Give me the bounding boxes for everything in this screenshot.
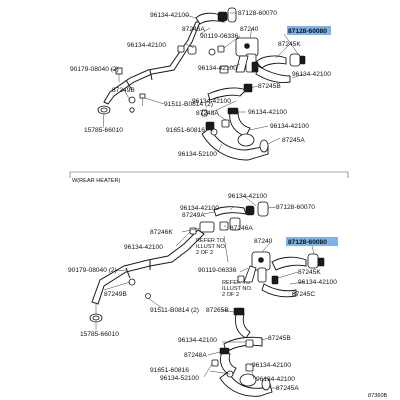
label-96134-42100[interactable]: 96134-42100	[150, 12, 189, 19]
upper-right-hose	[255, 53, 306, 69]
label-96134-42100[interactable]: 96134-42100	[127, 42, 166, 49]
upper-part-labels: 96134-42100 87128-60070 87246A 87240 871…	[70, 10, 331, 158]
label-87246a[interactable]: 87246A	[182, 26, 205, 33]
label-87245c[interactable]: 87245C	[292, 291, 315, 298]
upper-hose-clamps	[128, 45, 230, 136]
label-96134-42100[interactable]: 96134-42100	[180, 205, 219, 212]
refer-note2-line1: REFER TO	[222, 280, 251, 286]
label-90179-08040[interactable]: 90179-08040 (2)	[68, 267, 117, 274]
label-87245k[interactable]: 87245K	[298, 269, 321, 276]
lower-hose-87249a	[213, 201, 269, 217]
label-96134-42100[interactable]: 96134-42100	[292, 71, 331, 78]
lower-hose-87248a	[219, 347, 237, 377]
label-91651-60816[interactable]: 91651-60816	[150, 367, 189, 374]
upper-bracket-bolt	[115, 67, 123, 82]
upper-water-valve	[235, 37, 259, 73]
label-96134-42100[interactable]: 96134-42100	[192, 98, 231, 105]
label-87240[interactable]: 87240	[254, 238, 273, 245]
label-15785-66010[interactable]: 15785-66010	[80, 331, 119, 338]
label-87128-60080[interactable]: 87128-60080	[288, 28, 327, 35]
label-87128-60070[interactable]: 87128-60070	[238, 10, 277, 17]
label-87248a[interactable]: 87248A	[196, 110, 219, 117]
figure-code: 87360B	[368, 393, 388, 399]
upper-hose-87245a	[201, 121, 269, 161]
label-87248a[interactable]: 87248A	[184, 352, 207, 359]
section-label: W(REAR HEATER)	[72, 178, 121, 184]
upper-hose-87245b	[207, 83, 253, 101]
label-87249a[interactable]: 87249A	[182, 212, 205, 219]
label-96134-42100[interactable]: 96134-42100	[178, 337, 217, 344]
lower-assembly: REFER TO ILLUST NO. 2 OF 2 REFER TO ILLU…	[68, 193, 338, 397]
refer-note-line2: ILLUST NO.	[196, 244, 227, 250]
label-87246a[interactable]: 87246A	[230, 225, 253, 232]
label-87249b[interactable]: 87249B	[112, 87, 135, 94]
refer-note-line1: REFER TO	[196, 238, 225, 244]
upper-leader-lines	[102, 12, 305, 153]
label-87245k[interactable]: 87245K	[278, 41, 301, 48]
label-87265b[interactable]: 87265B	[206, 307, 229, 314]
lower-hose-87245b	[223, 336, 263, 353]
lower-connector-87246	[199, 217, 241, 233]
rear-heater-section-frame: W(REAR HEATER)	[69, 171, 349, 184]
label-90119-06336[interactable]: 90119-06336	[200, 33, 239, 40]
upper-top-hose	[195, 7, 237, 25]
upper-hose-87245k	[251, 61, 291, 83]
label-96134-42100[interactable]: 96134-42100	[252, 362, 291, 369]
upper-hose-87248a	[227, 107, 251, 137]
upper-bolt-91511	[139, 93, 146, 106]
label-87249b[interactable]: 87249B	[104, 291, 127, 298]
highlight-87128-60080	[286, 237, 338, 246]
label-90119-06336[interactable]: 90119-06336	[198, 267, 237, 274]
label-96134-42100[interactable]: 96134-42100	[228, 193, 267, 200]
label-90179-08040[interactable]: 90179-08040 (2)	[70, 66, 119, 73]
lower-leader-lines	[95, 195, 315, 389]
label-87245a[interactable]: 87245A	[282, 137, 305, 144]
lower-hose-87245c	[261, 283, 297, 298]
label-87246k[interactable]: 87246K	[150, 229, 173, 236]
lower-part-labels: 96134-42100 96134-42100 87249A 87246A 87…	[68, 193, 338, 392]
lower-clamp-87245k	[271, 275, 279, 285]
refer-note2-line3: 2 OF 2	[222, 292, 239, 298]
label-87128-60070[interactable]: 87128-60070	[276, 204, 315, 211]
label-91511-b0814[interactable]: 91511-B0814 (2)	[164, 101, 213, 108]
label-96134-52100[interactable]: 96134-52100	[178, 151, 217, 158]
lower-water-valve	[243, 251, 271, 283]
label-96134-42100[interactable]: 96134-42100	[270, 123, 309, 130]
label-96134-42100[interactable]: 96134-42100	[256, 376, 295, 383]
lower-refer-note-1: REFER TO ILLUST NO. 2 OF 2	[196, 235, 229, 263]
label-87128-60080[interactable]: 87128-60080	[288, 239, 327, 246]
label-87245b[interactable]: 87245B	[258, 83, 281, 90]
lower-pipe-flange	[89, 304, 103, 323]
lower-heater-pipe	[91, 229, 205, 305]
label-15785-66010[interactable]: 15785-66010	[84, 127, 123, 134]
label-87240[interactable]: 87240	[240, 26, 259, 33]
label-91651-60816[interactable]: 91651-60816	[166, 127, 205, 134]
refer-note-line3: 2 OF 2	[196, 250, 213, 256]
label-87245b[interactable]: 87245B	[268, 335, 291, 342]
label-96134-42100[interactable]: 96134-42100	[198, 65, 237, 72]
lower-hose-87265b	[233, 307, 251, 339]
lower-hose-87245a	[219, 371, 273, 397]
label-96134-42100[interactable]: 96134-42100	[248, 109, 287, 116]
label-96134-52100[interactable]: 96134-52100	[160, 375, 199, 382]
lower-right-hose	[271, 253, 325, 271]
lower-refer-note-2: REFER TO ILLUST NO. 2 OF 2	[222, 280, 253, 298]
label-96134-42100[interactable]: 96134-42100	[124, 244, 163, 251]
label-96134-42100[interactable]: 96134-42100	[298, 279, 337, 286]
refer-note2-line2: ILLUST NO.	[222, 286, 253, 292]
upper-assembly: 96134-42100 87128-60070 87246A 87240 871…	[70, 7, 331, 161]
label-87245a[interactable]: 87245A	[276, 385, 299, 392]
upper-pipe-flange	[97, 105, 111, 115]
highlight-87128-60080	[287, 26, 331, 35]
label-91511-b0814[interactable]: 91511-B0814 (2)	[150, 307, 199, 314]
lower-hose-clamps	[128, 227, 254, 378]
